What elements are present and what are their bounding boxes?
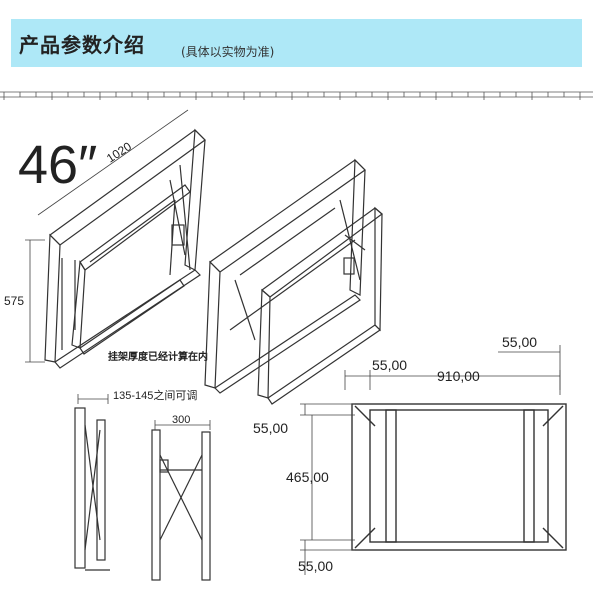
front-view-dims [300, 345, 561, 575]
side-view-adjustable [74, 407, 110, 571]
width-label: 1020 [104, 139, 134, 165]
left-dimension-lines [25, 109, 189, 363]
depth-range-label: 135-145之间可调 [113, 388, 197, 402]
header-banner: 产品参数介绍 (具体以实物为准) [11, 19, 582, 67]
dim-height-label: 465,00 [286, 469, 329, 485]
page-title: 产品参数介绍 [19, 33, 145, 57]
screen-size-label: 46″ [18, 135, 97, 195]
front-view-frame [351, 403, 567, 551]
dim-bottom-label: 55,00 [298, 558, 333, 574]
dim-top-left-label: 55,00 [372, 357, 407, 373]
dim-top-right-label: 55,00 [502, 334, 537, 350]
bracket-perspective-left [44, 128, 206, 369]
page-subtitle: (具体以实物为准) [181, 45, 275, 59]
thickness-note: 挂架厚度已经计算在内 [108, 350, 208, 363]
depth-dim [154, 420, 211, 430]
bracket-perspective-right [204, 158, 383, 405]
depth-label: 300 [172, 414, 190, 426]
dim-side-top-label: 55,00 [253, 420, 288, 436]
height-label: 575 [4, 294, 24, 308]
ruler [0, 91, 593, 100]
dim-width-label: 910,00 [437, 368, 480, 384]
depth-range-dim [77, 394, 109, 404]
side-view-folded [151, 429, 211, 581]
